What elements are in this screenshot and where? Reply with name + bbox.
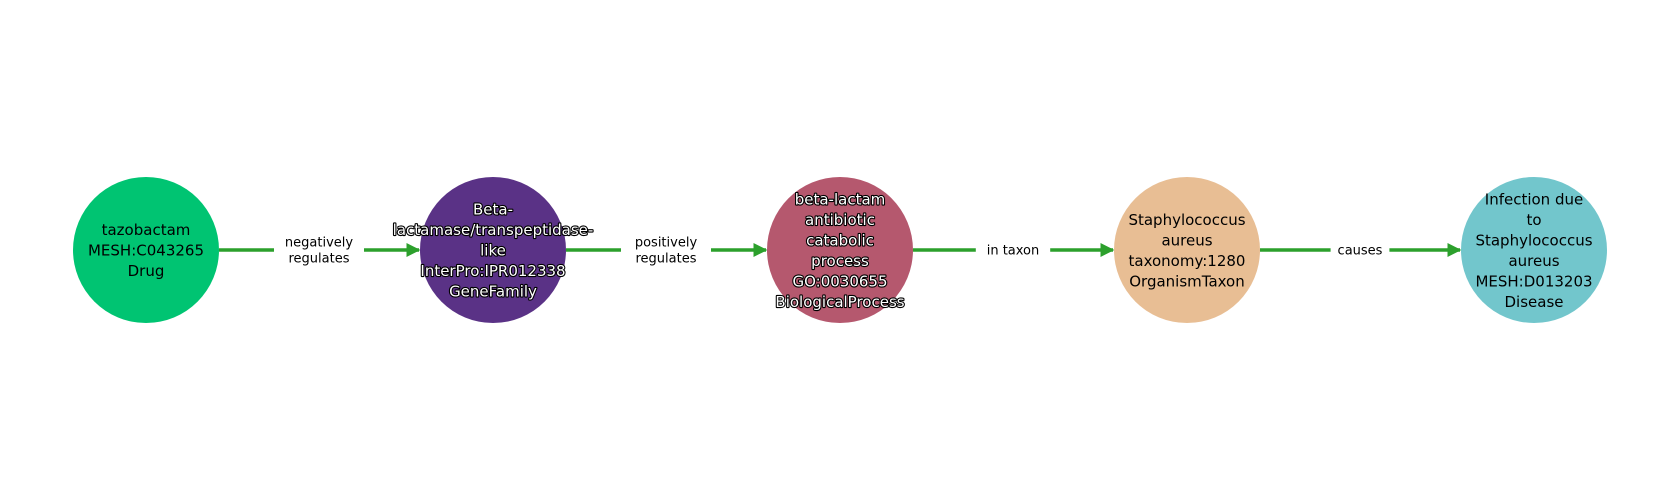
edges-layer: negativelyregulatespositivelyregulatesin… xyxy=(219,232,1462,268)
edge-label-background xyxy=(975,240,1051,260)
node-label: GeneFamily xyxy=(449,283,537,301)
edge-label: positively xyxy=(635,236,698,251)
node-circle[interactable] xyxy=(1461,177,1607,323)
node-circle[interactable] xyxy=(73,177,219,323)
node-label: process xyxy=(811,252,869,270)
node-n1[interactable]: Beta-lactamase/transpeptidase-likeInterP… xyxy=(392,177,594,323)
edge-label-background xyxy=(1330,240,1390,260)
node-label: Disease xyxy=(1505,293,1564,311)
node-label: InterPro:IPR012338 xyxy=(420,262,565,280)
node-label: Staphylococcus xyxy=(1128,211,1245,229)
node-label: Staphylococcus xyxy=(1475,231,1592,249)
node-label: GO:0030655 xyxy=(792,272,887,290)
edge-label: regulates xyxy=(289,252,350,267)
edge-n2-n3: in taxon xyxy=(913,240,1115,260)
node-label: MESH:C043265 xyxy=(88,242,204,260)
node-label: taxonomy:1280 xyxy=(1129,252,1246,270)
node-label: beta-lactam xyxy=(795,190,886,208)
node-label: antibiotic xyxy=(805,211,875,229)
node-label: Drug xyxy=(128,262,165,280)
node-label: BiologicalProcess xyxy=(775,293,904,311)
edge-label: regulates xyxy=(636,252,697,267)
node-label: MESH:D013203 xyxy=(1475,272,1592,290)
edge-n3-n4: causes xyxy=(1260,240,1462,260)
edge-label-background xyxy=(274,232,364,268)
edge-label: negatively xyxy=(285,236,353,251)
node-label: like xyxy=(480,242,506,260)
node-circle[interactable] xyxy=(1114,177,1260,323)
edge-label-background xyxy=(621,232,711,268)
node-circle[interactable] xyxy=(767,177,913,323)
edge-label: causes xyxy=(1338,244,1383,259)
node-label: Infection due xyxy=(1485,190,1583,208)
node-label: Beta- xyxy=(473,201,513,219)
node-label: aureus xyxy=(1161,231,1212,249)
node-label: catabolic xyxy=(806,231,874,249)
node-label: OrganismTaxon xyxy=(1129,272,1245,290)
node-n3[interactable]: Staphylococcus aureus taxonomy:1280Organis… xyxy=(1114,177,1260,323)
node-label: to xyxy=(1526,211,1541,229)
node-label: lactamase/transpeptidase- xyxy=(393,221,594,239)
node-circle[interactable] xyxy=(420,177,566,323)
edge-label: in taxon xyxy=(987,244,1040,259)
node-label: aureus xyxy=(1508,252,1559,270)
node-n2[interactable]: beta-lactam antibiotic catabolic processGO:… xyxy=(767,177,913,323)
node-label: tazobactam xyxy=(102,221,191,239)
